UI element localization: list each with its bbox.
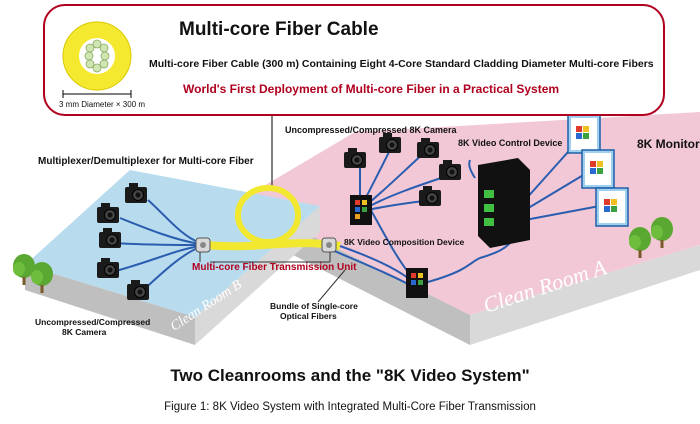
mux-label: Multiplexer/Demultiplexer for Multi-core…	[38, 156, 254, 167]
fiber-cross-section-icon	[62, 21, 132, 98]
diameter-label: 3 mm Diameter × 300 m	[59, 100, 146, 109]
bundle-label-line1: Bundle of Single-core	[270, 301, 358, 311]
multiplexer-right	[321, 237, 337, 253]
monitor-label: 8K Monitor	[637, 137, 700, 151]
monitor-icon	[567, 114, 601, 154]
callout-highlight: World's First Deployment of Multi-core F…	[183, 82, 560, 96]
composition-device-icon	[406, 268, 428, 298]
camera-left-label-line2: 8K Camera	[62, 327, 107, 337]
callout-title: Multi-core Fiber Cable	[179, 19, 379, 40]
transmission-unit-label: Multi-core Fiber Transmission Unit	[192, 262, 357, 273]
camera-left-label-line1: Uncompressed/Compressed	[35, 317, 151, 327]
composition-label: 8K Video Composition Device	[344, 237, 465, 247]
multiplexer-left	[195, 237, 211, 253]
figure-caption: Figure 1: 8K Video System with Integrate…	[164, 401, 536, 413]
callout-subtitle: Multi-core Fiber Cable (300 m) Containin…	[149, 58, 654, 70]
control-device-label: 8K Video Control Device	[458, 138, 563, 148]
bundle-label-line2: Optical Fibers	[280, 311, 337, 321]
leader-lines	[199, 252, 346, 303]
monitor-icon	[581, 149, 615, 189]
fiber-lines-room-b	[111, 199, 201, 294]
figure-title: Two Cleanrooms and the "8K Video System"	[170, 366, 530, 385]
callout-box: Multi-core Fiber Cable Multi-core Fiber …	[43, 4, 665, 116]
composition-device-icon	[350, 195, 372, 225]
control-device-icon	[478, 158, 530, 248]
camera-top-label: Uncompressed/Compressed 8K Camera	[285, 125, 457, 135]
monitor-icon	[595, 187, 629, 227]
